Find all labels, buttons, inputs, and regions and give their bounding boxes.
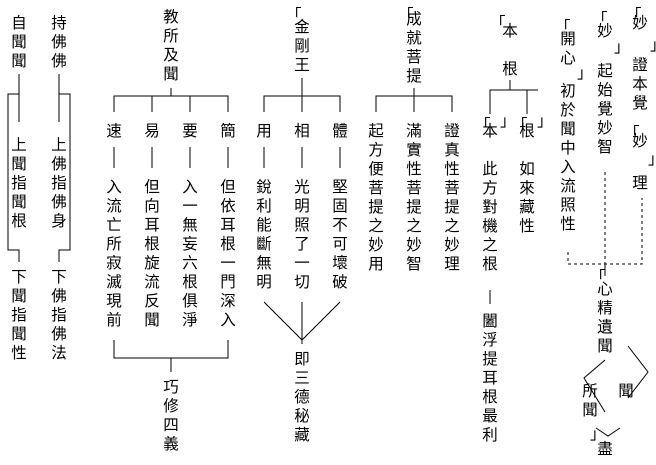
label-kai-xin: 開心: [560, 30, 576, 67]
bracket-jiao-suo-top: [113, 95, 229, 112]
text-ben-2: 此方對機之根: [482, 160, 498, 273]
text-ti: 堅固不可壞破: [332, 178, 348, 291]
text-jian: 但依耳根一門深入: [220, 178, 236, 329]
corner-mark-miao-big-close: 」: [650, 36, 656, 55]
bracket-ben-left: [489, 80, 511, 114]
label-xiang: 相: [294, 122, 310, 140]
label-xia-fo: 下佛指佛法: [51, 268, 67, 362]
corner-mark-miao-inner-close: 」: [648, 150, 656, 169]
bracket-ben-right: [510, 89, 528, 114]
text-yong: 銳利能斷無明: [256, 178, 272, 291]
label-miao-inner: 妙: [632, 132, 648, 150]
bracket-zi-wen: [7, 74, 20, 262]
text-yao: 入一無妄六根俱淨: [182, 178, 198, 329]
corner-mark-miao-small: 「: [592, 10, 608, 28]
label-shang-wen: 上聞指聞根: [11, 136, 27, 230]
label-chi-fo-fo: 持佛佛: [51, 14, 67, 70]
corner-mark-cheng-jiu: 「: [398, 6, 414, 24]
label-xin-jing-yi-wen: 心精遺聞: [597, 280, 613, 355]
corner-mark-jin: 」: [590, 425, 606, 443]
text-miao-small: 起始覺妙智: [597, 62, 613, 156]
label-gen: 根: [502, 60, 518, 78]
dashed-link-kai-xin-li: [567, 198, 643, 265]
join-yong: [263, 301, 303, 341]
label-miao-big: 妙: [632, 14, 648, 32]
corner-mark-ben2-close: 」: [500, 112, 516, 130]
label-miao-small: 妙: [597, 22, 613, 40]
join-ti: [301, 301, 341, 341]
label-ben: 本: [502, 22, 518, 40]
corner-mark-kai-xin-close: 」: [577, 64, 593, 82]
label-ben-2: 本: [482, 122, 498, 140]
label-jin-gang-wang: 金剛王: [294, 18, 310, 74]
text-qi-fang-bian: 起方便菩提之妙用: [368, 122, 384, 273]
corner-mark-gen2-close: 」: [537, 112, 553, 130]
corner-mark-ben: 「: [490, 14, 506, 32]
text-ben-2-sub: 闔浮提耳根最利: [482, 312, 498, 444]
label-ji-san-de-mi-cang: 即三德秘藏: [294, 350, 310, 444]
label-jin: 盡: [597, 440, 613, 458]
label-li: 理: [632, 174, 648, 192]
label-yong: 用: [256, 122, 272, 140]
text-zheng-zhen-xing: 證真性菩提之妙理: [444, 122, 460, 273]
label-yi: 易: [144, 122, 160, 140]
corner-mark-miao-big: 「: [626, 6, 642, 24]
label-ti: 體: [332, 122, 348, 140]
corner-mark-miao-inner: 「: [624, 124, 640, 142]
join-jin: [595, 427, 621, 437]
angle-neng-wen: [627, 345, 649, 399]
label-su: 速: [106, 122, 122, 140]
corner-mark-kai-xin: 「: [555, 18, 571, 36]
label-yao: 要: [182, 122, 198, 140]
label-neng-wen: 聞: [618, 382, 634, 400]
text-su: 入流亡所寂滅現前: [106, 178, 122, 329]
corner-mark-gen2: 「: [512, 116, 528, 134]
text-miao-big: 證本覺: [632, 56, 648, 112]
corner-mark-miao-small-close: 」: [614, 38, 630, 56]
label-cheng-jiu-pu-ti: 成就菩提: [406, 10, 422, 85]
label-jiao-suo-ji-wen: 教所及聞: [163, 8, 179, 83]
text-gen-2: 如來藏性: [519, 160, 535, 235]
label-shang-fo: 上佛指佛身: [51, 136, 67, 230]
angle-suo-wen: [583, 359, 606, 413]
corner-mark-ben2: 「: [475, 116, 491, 134]
label-suo-wen: 所聞: [582, 382, 598, 419]
text-man-shi-xing: 滿實性菩提之妙智: [406, 122, 422, 273]
text-xiang: 光明照了一切: [294, 178, 310, 291]
label-zi-wen-wen: 自聞聞: [11, 14, 27, 70]
bracket-chi-fo: [58, 74, 71, 262]
label-gen-2: 根: [519, 122, 535, 140]
text-yi: 但向耳根旋流反聞: [144, 178, 160, 329]
label-qiao-xiu-si-yi: 巧修四義: [163, 378, 179, 453]
label-jian: 簡: [220, 122, 236, 140]
bracket-qiao-xiu: [113, 340, 229, 359]
corner-mark-jin-gang: 「: [286, 6, 302, 24]
corner-mark-xin-jing: 「: [590, 268, 606, 286]
label-xia-wen: 下聞指聞性: [11, 268, 27, 362]
text-kai-xin: 初於聞中入流照性: [560, 82, 576, 233]
